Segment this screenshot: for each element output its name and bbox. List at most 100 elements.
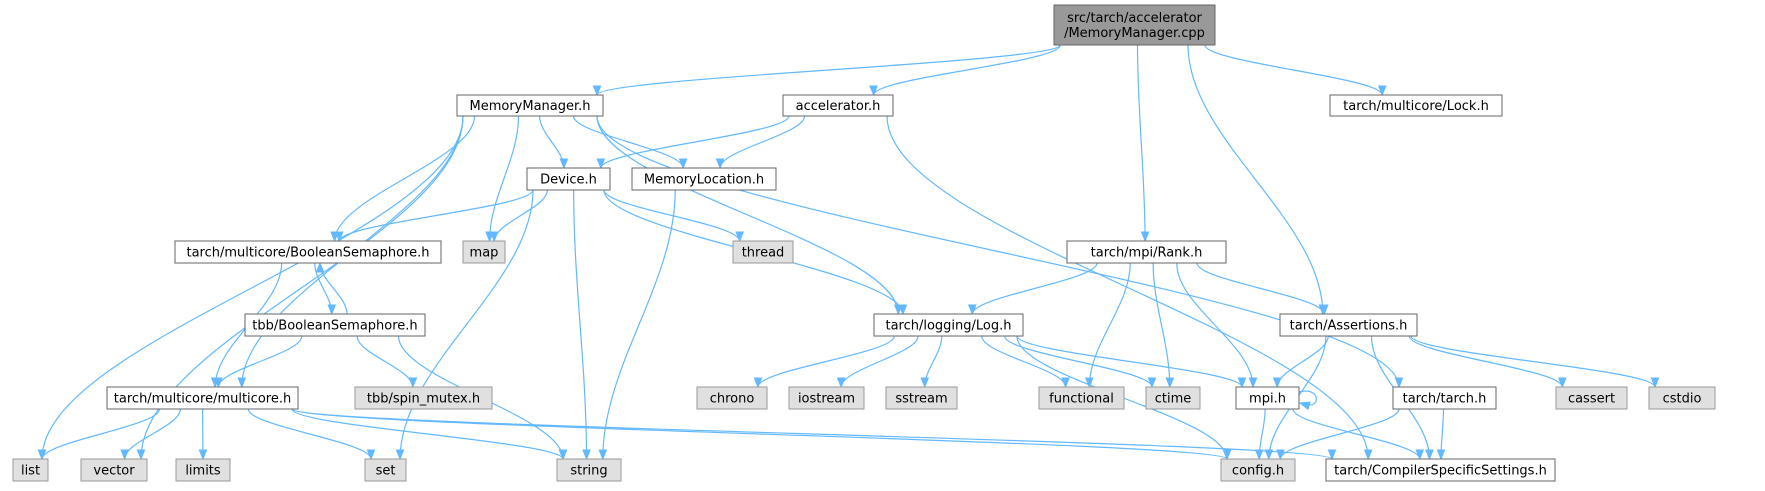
edge-multicore_h-to-css_h	[291, 408, 1337, 461]
edge-multicore_h-to-string	[291, 408, 568, 461]
edge-root-to-acc_h	[869, 44, 1061, 97]
node-label: thread	[742, 246, 785, 261]
node-box	[696, 386, 768, 410]
node-mm-h[interactable]: MemoryManager.h	[456, 94, 604, 117]
node-boolsem-h[interactable]: tarch/multicore/BooleanSemaphore.h	[174, 240, 442, 264]
node-label: MemoryLocation.h	[644, 173, 764, 188]
node-ctime: ctime	[1145, 386, 1201, 410]
node-iostream: iostream	[788, 386, 865, 410]
edge-device_h-to-map	[489, 189, 548, 243]
edge-mm_h-to-map	[485, 115, 520, 243]
edges-layer	[37, 44, 1660, 461]
edge-tbbsem_h-to-boolsem_h	[315, 261, 348, 315]
node-label: cstdio	[1663, 392, 1702, 407]
node-box	[1066, 240, 1227, 264]
edge-assert_h-to-cassert	[1408, 335, 1567, 389]
node-label: tarch/logging/Log.h	[885, 319, 1011, 334]
node-label: string	[570, 464, 607, 479]
node-tbbsem-h[interactable]: tbb/BooleanSemaphore.h	[244, 313, 426, 337]
edge-root-to-rank_h	[1136, 44, 1150, 243]
edge-rank_h-to-ctime	[1152, 262, 1175, 389]
edge-log_h-to-ctime	[1004, 335, 1157, 389]
edge-log_h-to-iostream	[836, 335, 919, 389]
node-label: Device.h	[540, 173, 597, 188]
edge-rank_h-to-assert_h	[1196, 262, 1329, 316]
node-label: list	[21, 464, 40, 479]
node-assert-h[interactable]: tarch/Assertions.h	[1279, 313, 1418, 337]
node-label: accelerator.h	[796, 99, 881, 114]
edge-mpi_h-to-mpi_h	[1298, 390, 1317, 411]
node-set: set	[364, 458, 407, 482]
edge-boolsem_h-to-tbbsem_h	[314, 262, 337, 316]
edge-acc_h-to-device_h	[596, 115, 790, 170]
edge-device_h-to-string	[573, 189, 591, 461]
node-multicore-h[interactable]: tarch/multicore/multicore.h	[106, 386, 299, 410]
edge-mm_h-to-device_h	[539, 115, 569, 170]
node-sstream: sstream	[885, 386, 958, 410]
node-box	[631, 167, 777, 191]
node-box	[1648, 386, 1716, 410]
edge-root-to-mm_h	[592, 44, 1061, 97]
node-label: limits	[185, 464, 221, 479]
node-label: tarch/tarch.h	[1403, 392, 1487, 407]
node-string: string	[556, 458, 622, 482]
node-rank-h[interactable]: tarch/mpi/Rank.h	[1066, 240, 1227, 264]
edge-multicore_h-to-list	[37, 408, 161, 461]
node-limits: limits	[175, 458, 231, 482]
node-css-h[interactable]: tarch/CompilerSpecificSettings.h	[1325, 458, 1556, 482]
edge-tbbsem_h-to-multicore_h	[214, 335, 303, 389]
node-box	[1555, 386, 1628, 410]
edge-mm_h-to-boolsem_h	[330, 115, 476, 243]
node-box	[354, 386, 493, 410]
node-lock-h[interactable]: tarch/multicore/Lock.h	[1329, 94, 1503, 117]
node-root[interactable]: src/tarch/accelerator/MemoryManager.cpp	[1053, 4, 1216, 46]
node-box	[1279, 313, 1418, 337]
node-label: functional	[1049, 392, 1114, 407]
edge-assert_h-to-cstdio	[1410, 335, 1660, 389]
node-box	[788, 386, 865, 410]
edge-acc_h-to-memloc_h	[715, 115, 806, 170]
edge-root-to-assert_h	[1187, 44, 1328, 316]
node-label: mpi.h	[1249, 392, 1286, 407]
node-label: sstream	[895, 392, 947, 407]
node-box	[1038, 386, 1125, 410]
node-device-h[interactable]: Device.h	[526, 167, 611, 191]
node-box	[462, 240, 506, 264]
node-box	[732, 240, 794, 264]
node-box	[1220, 458, 1296, 482]
node-box	[526, 167, 611, 191]
node-box	[80, 458, 148, 482]
node-label: tbb/spin_mutex.h	[367, 392, 480, 407]
node-box	[1145, 386, 1201, 410]
node-thread: thread	[732, 240, 794, 264]
edge-log_h-to-sstream	[920, 335, 943, 389]
node-box	[456, 94, 604, 117]
edge-rank_h-to-mpi_h	[1176, 262, 1258, 389]
edge-device_h-to-set	[395, 189, 534, 461]
node-log-h[interactable]: tarch/logging/Log.h	[873, 313, 1024, 337]
node-vector: vector	[80, 458, 148, 482]
edge-assert_h-to-mpi_h	[1272, 335, 1329, 389]
edge-multicore_h-to-vector	[120, 408, 181, 461]
edge-mm_h-to-tarch_h	[596, 115, 1404, 389]
edge-rank_h-to-functional	[1084, 262, 1131, 389]
node-label: tarch/Assertions.h	[1290, 319, 1408, 334]
node-label: tbb/BooleanSemaphore.h	[252, 319, 417, 334]
node-acc-h[interactable]: accelerator.h	[782, 94, 894, 117]
node-chrono: chrono	[696, 386, 768, 410]
node-label: chrono	[710, 392, 755, 407]
edge-mpi_h-to-css_h	[1292, 408, 1425, 461]
node-tarch-h[interactable]: tarch/tarch.h	[1392, 386, 1497, 410]
node-label: set	[376, 464, 396, 479]
node-box	[1235, 386, 1300, 410]
nodes-layer: src/tarch/accelerator/MemoryManager.cppM…	[12, 4, 1716, 482]
node-label: tarch/multicore/BooleanSemaphore.h	[186, 246, 429, 261]
edge-device_h-to-thread	[603, 189, 744, 243]
node-memloc-h[interactable]: MemoryLocation.h	[631, 167, 777, 191]
node-mpi-h[interactable]: mpi.h	[1235, 386, 1300, 410]
node-label: tarch/CompilerSpecificSettings.h	[1334, 464, 1547, 479]
node-box	[12, 458, 49, 482]
node-cassert: cassert	[1555, 386, 1628, 410]
edge-multicore_h-to-limits	[198, 408, 208, 461]
edge-tarch_h-to-css_h	[1436, 408, 1446, 461]
